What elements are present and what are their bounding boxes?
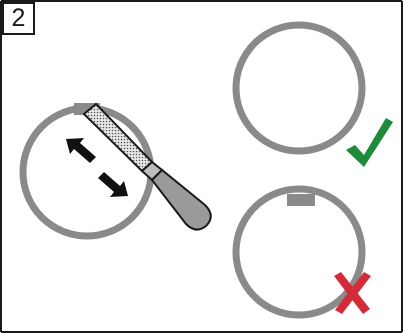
procedure-ring — [19, 104, 155, 240]
checkmark-icon — [346, 118, 393, 167]
cross-icon — [334, 272, 371, 314]
correct-ring — [232, 21, 366, 155]
incorrect-ring-tab — [287, 194, 315, 206]
incorrect-ring — [232, 185, 366, 319]
correct-result-illustration — [232, 21, 393, 167]
file-tool-icon — [82, 102, 212, 231]
step-number-label: 2 — [11, 4, 26, 32]
procedure-illustration — [19, 102, 212, 240]
double-arrow-icon — [66, 138, 128, 197]
step-number: 2 — [2, 2, 35, 35]
incorrect-result-illustration — [232, 185, 371, 319]
